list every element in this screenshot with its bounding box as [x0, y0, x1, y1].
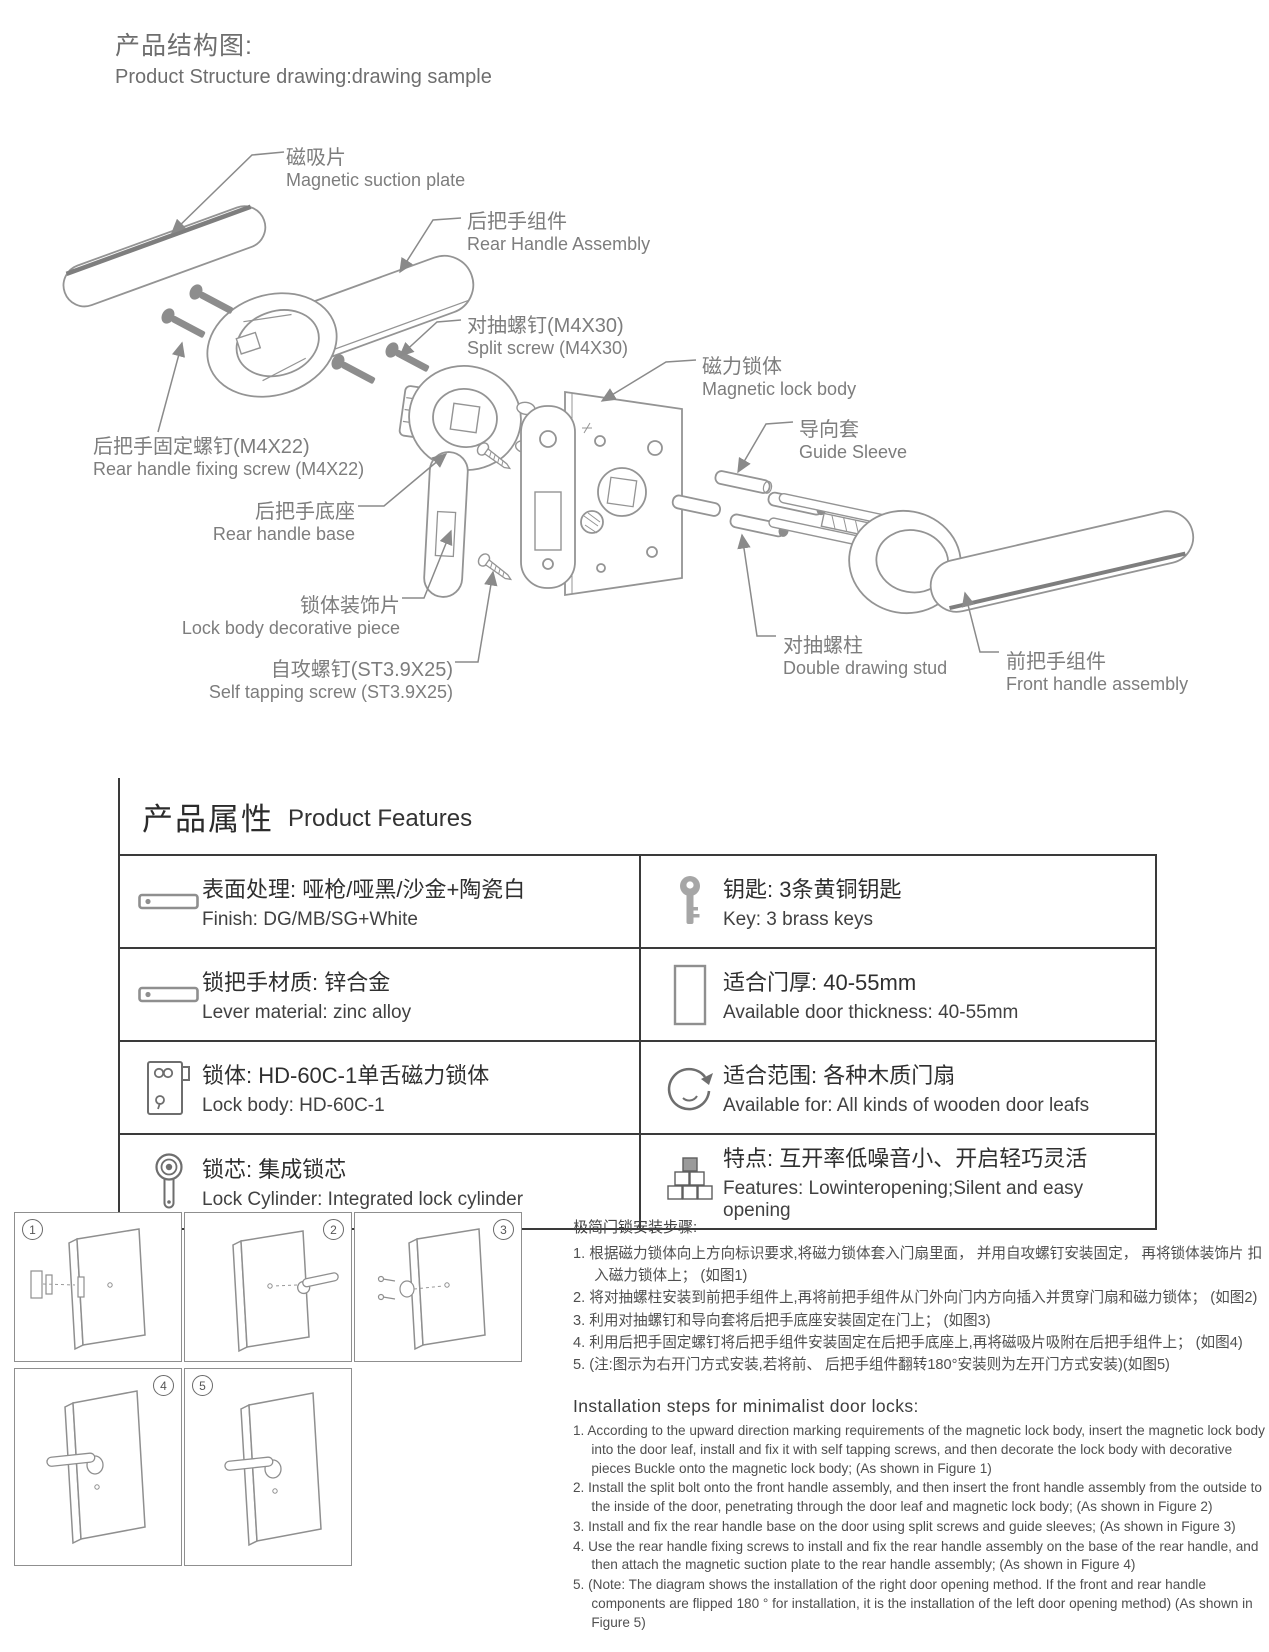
label-rear-handle-assembly: 后把手组件 Rear Handle Assembly [467, 211, 651, 255]
install-step-zh: 1. 根据磁力锁体向上方向标识要求,将磁力锁体套入门扇里面， 并用自攻螺钉安装固… [573, 1246, 1263, 1285]
figure-box-5: 5 [184, 1368, 352, 1566]
handle-side-icon [136, 984, 202, 1006]
label-double-drawing-stud: 对抽螺柱 Double drawing stud [783, 635, 948, 679]
figure-number: 4 [153, 1375, 174, 1396]
install-step-en: 5. (Note: The diagram shows the installa… [573, 1577, 1253, 1630]
figure-box-3: 3 [354, 1212, 522, 1362]
figure-number: 1 [22, 1219, 43, 1240]
installation-instructions: 极简门锁安装步骤: 1. 根据磁力锁体向上方向标识要求,将磁力锁体套入门扇里面，… [573, 1216, 1265, 1633]
figure-number: 3 [493, 1219, 514, 1240]
install-steps-title-en: Installation steps for minimalist door l… [573, 1396, 919, 1417]
lock-body-icon [136, 1059, 202, 1117]
install-step-zh: 3. 利用对抽螺钉和导向套将后把手底座安装固定在门上； (如图3) [573, 1312, 991, 1329]
key-icon [657, 875, 723, 929]
label-magnetic-suction-plate: 磁吸片 Magnetic suction plate [286, 147, 466, 191]
figure-2-drawing [232, 1230, 339, 1353]
rotate-arrow-icon [657, 1061, 723, 1115]
install-step-zh: 2. 将对抽螺柱安装到前把手组件上,再将前把手组件从门外向门内方向插入并贯穿门扇… [573, 1290, 1258, 1307]
features-title-en: Product Features [288, 805, 473, 832]
figure-box-2: 2 [184, 1212, 352, 1362]
figure-5-drawing [224, 1392, 322, 1547]
bricks-icon [657, 1156, 723, 1208]
install-step-zh: 4. 利用后把手固定螺钉将后把手组件安装固定在后把手底座上,再将磁吸片吸附在后把… [573, 1334, 1243, 1351]
install-step-en: 4. Use the rear handle fixing screws to … [573, 1538, 1259, 1573]
figure-1-drawing [30, 1228, 146, 1351]
figure-4-drawing [46, 1390, 146, 1545]
install-step-zh: 5. (注:图示为右开门方式安装,若将前、 后把手组件翻转180°安装则为左开门… [573, 1356, 1170, 1373]
page-subtitle: Product Structure drawing:drawing sample [115, 66, 492, 88]
label-magnetic-lock-body: 磁力锁体 Magnetic lock body [702, 356, 857, 400]
figure-number: 2 [323, 1219, 344, 1240]
product-features-section: 产品属性 Product Features 表面处理: 哑枪/哑黑/沙金+陶瓷白… [118, 778, 1157, 1230]
figure-box-1: 1 [14, 1212, 182, 1362]
page-title: 产品结构图: [115, 32, 253, 60]
label-front-handle-assembly: 前把手组件 Front handle assembly [1006, 651, 1189, 695]
figure-number: 5 [192, 1375, 213, 1396]
install-step-en: 3. Install and fix the rear handle base … [573, 1518, 1236, 1534]
figure-box-4: 4 [14, 1368, 182, 1566]
install-steps-title-zh: 极简门锁安装步骤: [573, 1219, 698, 1236]
lock-cylinder-icon [136, 1152, 202, 1211]
label-split-screw: 对抽螺钉(M4X30) Split screw (M4X30) [467, 315, 629, 359]
page-header: 产品结构图: Product Structure drawing:drawing… [115, 26, 492, 89]
handle-side-icon [136, 891, 202, 913]
label-lock-body-decorative-piece: 锁体装饰片 Lock body decorative piece [181, 595, 400, 639]
label-rear-handle-base: 后把手底座 Rear handle base [212, 501, 355, 545]
label-rear-handle-fixing-screw: 后把手固定螺钉(M4X22) Rear handle fixing screw … [93, 436, 365, 480]
door-icon [657, 964, 723, 1026]
label-self-tapping-screw: 自攻螺钉(ST3.9X25) Self tapping screw (ST3.9… [208, 659, 453, 703]
label-guide-sleeve: 导向套 Guide Sleeve [799, 419, 908, 463]
install-step-en: 2. Install the split bolt onto the front… [573, 1480, 1262, 1515]
features-title-zh: 产品属性 [142, 801, 274, 837]
features-title: 产品属性 Product Features [120, 778, 1157, 854]
figure-3-drawing [377, 1228, 486, 1351]
exploded-diagram-drawing [62, 151, 1195, 663]
install-step-en: 1. According to the upward direction mar… [573, 1423, 1265, 1476]
